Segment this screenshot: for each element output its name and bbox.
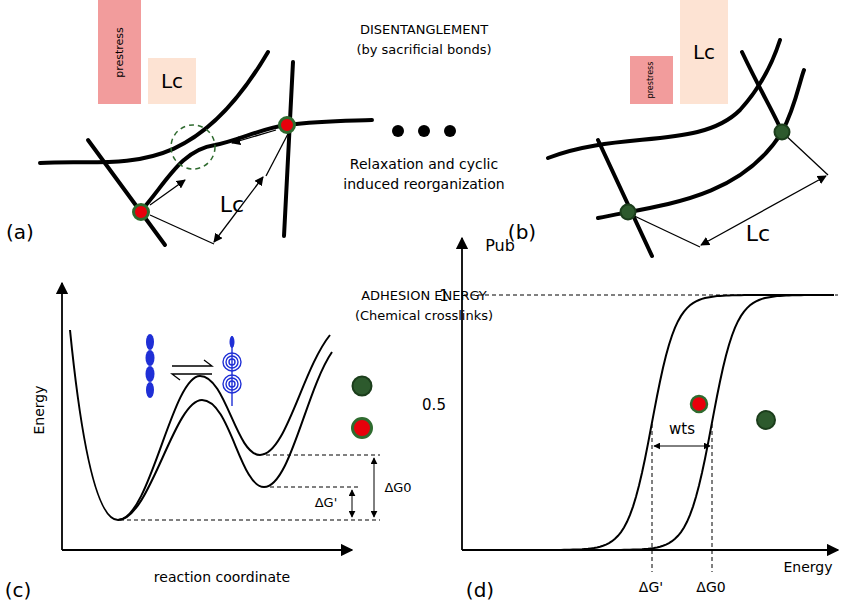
crosslink-dot xyxy=(691,396,707,412)
axes xyxy=(462,238,838,550)
section-heading: ADHESION ENERGY xyxy=(361,289,487,303)
length-bar: Lc xyxy=(680,0,728,104)
equilibrium-arrows xyxy=(172,360,212,380)
prestress-bar: prestress xyxy=(630,56,673,104)
crosslink-dot xyxy=(353,419,372,438)
dashed-level xyxy=(652,424,712,572)
ellipsis-dots xyxy=(392,125,456,137)
arrows xyxy=(150,130,290,244)
energy-label: ΔG' xyxy=(315,496,338,510)
axis-label: Pub xyxy=(485,237,515,255)
bar-symbol: Lc xyxy=(693,42,715,62)
crosslink-dot xyxy=(775,125,790,140)
arrows xyxy=(628,132,828,247)
dashed-level xyxy=(120,455,380,520)
axis-label: Energy xyxy=(783,560,832,575)
panel-letter: (c) xyxy=(5,579,32,601)
crosslink-dot xyxy=(621,205,636,220)
unfolded-molecule xyxy=(230,336,235,348)
section-subheading: (by sacrificial bonds) xyxy=(356,43,491,57)
width-label: wts xyxy=(669,421,695,438)
crosslink-dot xyxy=(353,377,372,396)
axis-label: reaction coordinate xyxy=(154,570,290,585)
bar-label: prestress xyxy=(647,62,655,99)
dimension-label: Lc xyxy=(746,222,770,246)
crosslink-dot xyxy=(134,205,149,220)
bar-symbol: Lc xyxy=(161,71,183,91)
crosslink-dot xyxy=(280,118,295,133)
length-bar: Lc xyxy=(148,58,196,104)
panel-letter: (a) xyxy=(6,221,34,243)
note: induced reorganization xyxy=(343,177,504,192)
polymer-chains xyxy=(40,52,372,245)
dimension-label: Lc xyxy=(220,193,244,217)
energy-curve xyxy=(70,330,332,520)
panel-letter: (d) xyxy=(466,579,494,601)
axis-label: Energy xyxy=(32,385,47,434)
prestress-bar: prestress xyxy=(98,0,141,104)
folded-molecule xyxy=(146,334,155,398)
energy-label: ΔG0 xyxy=(384,481,411,495)
dimension-arrow xyxy=(352,458,374,517)
axes xyxy=(62,283,352,550)
note: Relaxation and cyclic xyxy=(350,157,498,172)
bar-label: prestress xyxy=(114,27,125,78)
polymer-chains xyxy=(548,40,804,256)
tick-label: ΔG' xyxy=(639,580,663,595)
tick-label: 1 xyxy=(439,288,449,305)
dimension-arrow xyxy=(654,446,710,447)
section-heading: DISENTANGLEMENT xyxy=(360,23,488,37)
unfolded-molecule xyxy=(223,336,241,406)
probability-curve xyxy=(465,295,834,550)
probability-curve xyxy=(465,295,834,550)
dashed-circle xyxy=(171,125,215,169)
tick-label: 0.5 xyxy=(422,397,446,414)
section-subheading: (Chemical crosslinks) xyxy=(355,309,493,323)
tick-label: ΔG0 xyxy=(696,580,725,595)
crosslink-dot xyxy=(757,411,775,429)
